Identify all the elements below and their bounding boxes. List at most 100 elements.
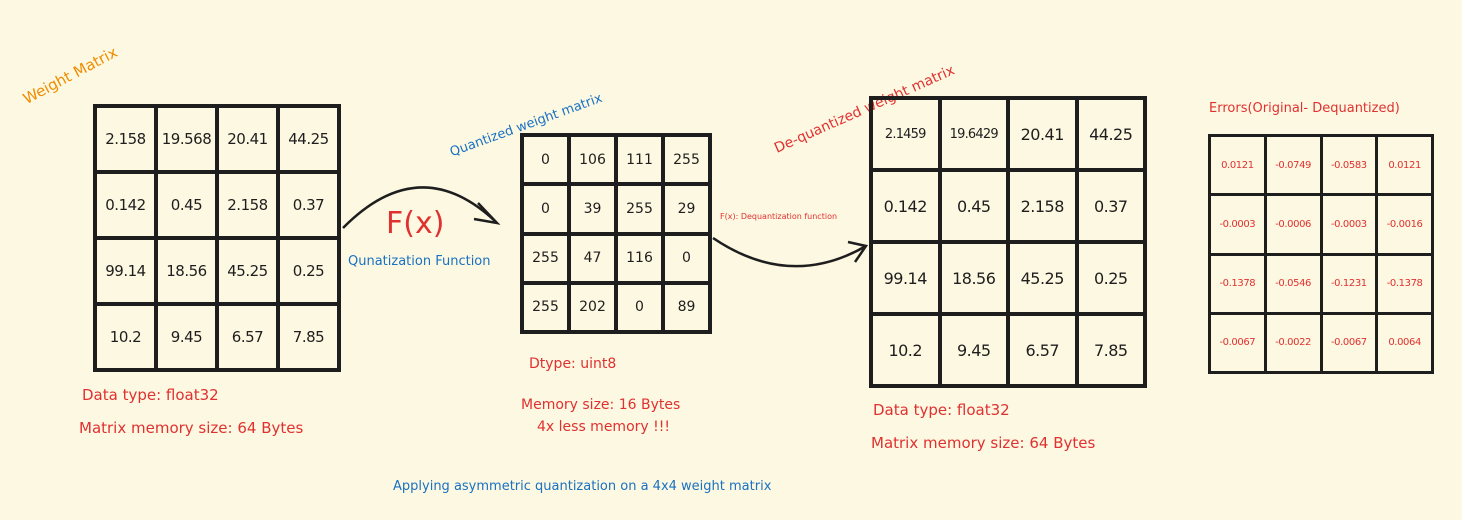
matrix-cell: -0.0067 bbox=[1319, 311, 1379, 375]
matrix-cell: 0.37 bbox=[276, 170, 341, 240]
matrix-cell: 111 bbox=[614, 132, 665, 187]
matrix-cell: -0.1231 bbox=[1319, 252, 1379, 315]
matrix-cell: 7.85 bbox=[1074, 312, 1147, 388]
matrix-cell: 6.57 bbox=[215, 302, 280, 372]
original-memory-label: Matrix memory size: 64 Bytes bbox=[79, 419, 304, 437]
matrix-cell: 44.25 bbox=[276, 104, 341, 174]
quant-function-symbol: F(x) bbox=[386, 206, 445, 241]
quantized-dtype-label: Dtype: uint8 bbox=[529, 356, 617, 372]
matrix-cell: 2.158 bbox=[1006, 168, 1079, 244]
matrix-cell: 0.142 bbox=[869, 168, 942, 244]
matrix-row: -0.0003-0.0006-0.0003-0.0016 bbox=[1208, 193, 1434, 256]
matrix-cell: 0.0121 bbox=[1375, 133, 1434, 197]
matrix-cell: 99.14 bbox=[93, 236, 158, 306]
matrix-cell: -0.1378 bbox=[1375, 252, 1434, 315]
matrix-cell: 39 bbox=[567, 182, 618, 236]
matrix-cell: 0.25 bbox=[276, 236, 341, 306]
quantization-arrowhead bbox=[473, 202, 501, 225]
matrix-cell: 0.45 bbox=[154, 170, 219, 240]
matrix-cell: 255 bbox=[520, 280, 571, 335]
matrix-cell: 29 bbox=[661, 182, 712, 236]
quantized-memory-note: 4x less memory !!! bbox=[537, 419, 670, 435]
matrix-cell: -0.0583 bbox=[1319, 133, 1379, 197]
matrix-cell: 6.57 bbox=[1006, 312, 1079, 388]
dequantization-arrow bbox=[712, 236, 867, 268]
dequantization-arrowhead bbox=[847, 240, 869, 263]
matrix-cell: -0.0016 bbox=[1375, 193, 1434, 256]
matrix-cell: 2.158 bbox=[93, 104, 158, 174]
quantized-memory-label: Memory size: 16 Bytes bbox=[521, 397, 681, 413]
matrix-cell: 10.2 bbox=[869, 312, 942, 388]
dequantized-memory-label: Matrix memory size: 64 Bytes bbox=[871, 434, 1096, 452]
matrix-cell: 20.41 bbox=[1006, 96, 1079, 172]
matrix-cell: 0.0121 bbox=[1208, 133, 1267, 197]
matrix-cell: 47 bbox=[567, 231, 618, 285]
matrix-cell: 116 bbox=[614, 231, 665, 285]
dequantized-dtype-label: Data type: float32 bbox=[873, 401, 1010, 419]
matrix-cell: 255 bbox=[520, 231, 571, 285]
matrix-cell: 18.56 bbox=[154, 236, 219, 306]
matrix-cell: 18.56 bbox=[937, 240, 1010, 316]
matrix-cell: 0.45 bbox=[937, 168, 1010, 244]
matrix-cell: 202 bbox=[567, 280, 618, 335]
matrix-cell: 2.158 bbox=[215, 170, 280, 240]
matrix-cell: 0 bbox=[520, 182, 571, 236]
matrix-cell: -0.0546 bbox=[1263, 252, 1323, 315]
caption: Applying asymmetric quantization on a 4x… bbox=[393, 479, 772, 494]
matrix-cell: -0.0749 bbox=[1263, 133, 1323, 197]
matrix-cell: 9.45 bbox=[937, 312, 1010, 388]
quantization-arrow bbox=[342, 186, 497, 229]
matrix-cell: -0.0003 bbox=[1319, 193, 1379, 256]
matrix-cell: 99.14 bbox=[869, 240, 942, 316]
dequant-function-label: F(x): Dequantization function bbox=[720, 212, 838, 221]
matrix-cell: 19.568 bbox=[154, 104, 219, 174]
matrix-cell: 45.25 bbox=[215, 236, 280, 306]
matrix-cell: 0.142 bbox=[93, 170, 158, 240]
matrix-cell: -0.1378 bbox=[1208, 252, 1267, 315]
matrix-cell: 44.25 bbox=[1074, 96, 1147, 172]
matrix-cell: 255 bbox=[614, 182, 665, 236]
matrix-cell: 2.1459 bbox=[869, 96, 942, 172]
matrix-cell: 0.37 bbox=[1074, 168, 1147, 244]
matrix-cell: 89 bbox=[661, 280, 712, 335]
matrix-cell: 0 bbox=[520, 132, 571, 187]
matrix-cell: 0 bbox=[661, 231, 712, 285]
matrix-cell: 10.2 bbox=[93, 302, 158, 372]
matrix-cell: -0.0006 bbox=[1263, 193, 1323, 256]
matrix-cell: 9.45 bbox=[154, 302, 219, 372]
matrix-cell: 20.41 bbox=[215, 104, 280, 174]
matrix-cell: -0.0003 bbox=[1208, 193, 1267, 256]
matrix-cell: 45.25 bbox=[1006, 240, 1079, 316]
matrix-cell: 255 bbox=[661, 132, 712, 187]
matrix-cell: 19.6429 bbox=[937, 96, 1010, 172]
matrix-cell: 0.25 bbox=[1074, 240, 1147, 316]
matrix-row: -0.1378-0.0546-0.1231-0.1378 bbox=[1208, 252, 1434, 315]
matrix-cell: 106 bbox=[567, 132, 618, 187]
matrix-cell: -0.0022 bbox=[1263, 311, 1323, 375]
original-dtype-label: Data type: float32 bbox=[82, 386, 219, 404]
matrix-cell: 0 bbox=[614, 280, 665, 335]
matrix-cell: 7.85 bbox=[276, 302, 341, 372]
matrix-cell: 0.0064 bbox=[1375, 311, 1434, 375]
matrix-cell: -0.0067 bbox=[1208, 311, 1267, 375]
quant-function-label: Qunatization Function bbox=[348, 254, 491, 269]
